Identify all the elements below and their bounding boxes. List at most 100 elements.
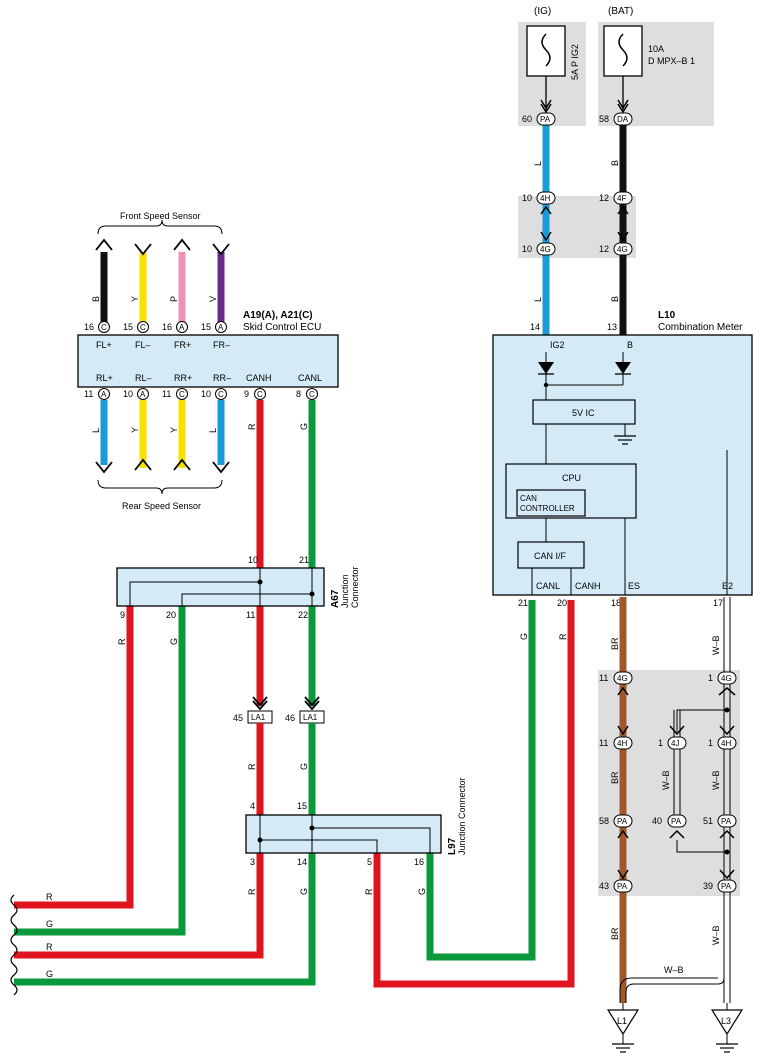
meter-pin-b: 13 bbox=[607, 322, 617, 332]
connector-4h-1: 4H 1 bbox=[708, 736, 737, 750]
wire-label-br-3: BR bbox=[610, 927, 620, 940]
connector-pa-51: PA 51 bbox=[703, 814, 737, 828]
a67-pin-11: 11 bbox=[246, 610, 255, 620]
svg-text:1: 1 bbox=[708, 738, 713, 748]
svg-text:4J: 4J bbox=[671, 739, 679, 748]
ecu-label-canl: CANL bbox=[298, 373, 322, 383]
wire-label-a67-r: R bbox=[117, 638, 127, 645]
wire-label-la1-r: R bbox=[247, 763, 257, 770]
cpu-label: CPU bbox=[562, 473, 581, 483]
ecu-label-rl-plus: RL+ bbox=[96, 373, 113, 383]
svg-text:11: 11 bbox=[599, 738, 608, 748]
svg-text:PA: PA bbox=[617, 882, 628, 891]
wire-label-fr-minus: V bbox=[208, 296, 218, 302]
fuse-ig-icon bbox=[541, 33, 551, 67]
ecu-label-rr-plus: RR+ bbox=[174, 373, 192, 383]
wire-a67-r-out bbox=[14, 900, 134, 909]
svg-text:DA: DA bbox=[617, 115, 629, 124]
a67-pin-21: 21 bbox=[299, 555, 309, 565]
ecu-label-fl-minus: FL– bbox=[135, 340, 151, 350]
wire-l97-16 bbox=[426, 600, 536, 961]
svg-text:A: A bbox=[101, 390, 107, 399]
svg-text:4H: 4H bbox=[540, 194, 550, 203]
meter-pin-21: 21 bbox=[518, 598, 528, 608]
wire-label-fl-minus: Y bbox=[130, 296, 140, 302]
ecu-top-pins: 16 C 15 C 16 A 15 A bbox=[84, 321, 227, 333]
svg-text:16: 16 bbox=[84, 322, 94, 332]
l97-pin-16: 16 bbox=[414, 857, 424, 867]
wire-label-canl: G bbox=[299, 423, 309, 430]
svg-text:15: 15 bbox=[123, 322, 133, 332]
meter-label-ig2: IG2 bbox=[550, 340, 565, 350]
svg-text:C: C bbox=[179, 390, 185, 399]
fuse-bat-amp: 10A bbox=[648, 44, 664, 54]
wire-label-l97-5: R bbox=[364, 888, 374, 895]
junction-l97-box bbox=[245, 814, 442, 854]
svg-text:PA: PA bbox=[721, 817, 732, 826]
l97-id: L97 bbox=[447, 837, 458, 855]
svg-text:LA1: LA1 bbox=[303, 713, 318, 722]
l97-pin-4: 4 bbox=[250, 801, 255, 811]
svg-text:C: C bbox=[140, 323, 146, 332]
connector-4g-11: 4G 11 bbox=[599, 671, 633, 685]
connector-da-58: DA 58 bbox=[599, 112, 633, 126]
meter-label-canh: CANH bbox=[575, 581, 601, 591]
svg-text:C: C bbox=[218, 390, 224, 399]
l97-pin-3: 3 bbox=[250, 857, 255, 867]
a67-name2: Connector bbox=[350, 566, 360, 608]
wire-label-rl-plus: L bbox=[91, 428, 101, 433]
a67-pin-10: 10 bbox=[248, 555, 258, 565]
connector-la1-46: LA1 46 bbox=[285, 710, 325, 724]
ground-l1-label: L1 bbox=[617, 1016, 627, 1026]
a67-pin-9: 9 bbox=[120, 610, 125, 620]
wire-label-wb-3: W–B bbox=[711, 770, 721, 790]
svg-text:45: 45 bbox=[233, 713, 243, 723]
svg-text:PA: PA bbox=[721, 882, 732, 891]
wire-label-canl-meter: G bbox=[519, 633, 529, 640]
svg-text:58: 58 bbox=[599, 816, 609, 826]
wire-label-l-top: L bbox=[533, 161, 543, 166]
ecu-label-fl-plus: FL+ bbox=[96, 340, 112, 350]
wire-label-l97-3: R bbox=[247, 888, 257, 895]
meter-label-es: ES bbox=[628, 581, 640, 591]
meter-pin-ig2: 14 bbox=[530, 322, 540, 332]
meter-pin-20: 20 bbox=[557, 598, 567, 608]
wire-label-rl-minus: Y bbox=[130, 427, 140, 433]
svg-text:58: 58 bbox=[599, 114, 609, 124]
wire-label-canh-meter: R bbox=[558, 633, 568, 640]
wire-label-wb-4: W–B bbox=[711, 925, 721, 945]
wire-label-rr-minus: L bbox=[208, 428, 218, 433]
wire-label-l97-16: G bbox=[417, 888, 427, 895]
ecu-label-rl-minus: RL– bbox=[135, 373, 152, 383]
wire-label-canh: R bbox=[247, 423, 257, 430]
connector-pa-39: PA 39 bbox=[703, 879, 737, 893]
meter-id: L10 bbox=[658, 310, 676, 321]
can-if-label: CAN I/F bbox=[534, 551, 567, 561]
meter-label-canl: CANL bbox=[536, 581, 560, 591]
wire-wb-e2 bbox=[723, 597, 731, 1003]
svg-text:11: 11 bbox=[162, 389, 171, 399]
connector-4g-b: 4G 12 bbox=[599, 242, 633, 256]
svg-text:4G: 4G bbox=[617, 674, 628, 683]
a67-id: A67 bbox=[330, 589, 341, 608]
left-wire-label-4: G bbox=[46, 969, 53, 979]
fuse-ig-header: (IG) bbox=[534, 6, 551, 17]
ground-l3-label: L3 bbox=[721, 1016, 731, 1026]
wire-label-l97-14: G bbox=[299, 888, 309, 895]
fuse-ig-label: 5A P IG2 bbox=[570, 44, 580, 80]
meter-pin-18: 18 bbox=[611, 598, 621, 608]
wire-label-br-1: BR bbox=[610, 637, 620, 650]
wire-wb-cross bbox=[625, 977, 725, 1003]
can-controller-label-1: CAN bbox=[520, 494, 537, 503]
wire-label-wb-cross: W–B bbox=[664, 965, 684, 975]
connector-4g-1: 4G 1 bbox=[708, 671, 737, 685]
wire-label-fr-plus: P bbox=[169, 296, 179, 302]
wire-l97-14 bbox=[14, 850, 316, 986]
l97-name: Junction Connector bbox=[457, 777, 467, 855]
wire-l97-3 bbox=[14, 850, 264, 959]
junction-a67-box bbox=[116, 567, 325, 607]
connector-pa-43: PA 43 bbox=[599, 879, 633, 893]
svg-text:A: A bbox=[140, 390, 146, 399]
can-controller-box bbox=[516, 489, 586, 517]
wire-label-b-top: B bbox=[610, 160, 620, 166]
